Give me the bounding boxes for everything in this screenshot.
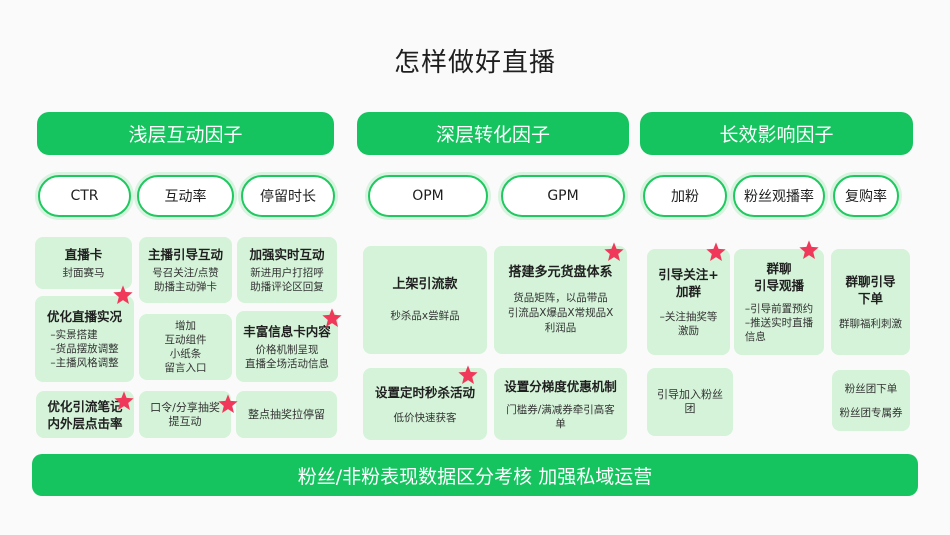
box-desc: 价格机制呈现 直播全场活动信息 bbox=[245, 343, 329, 370]
box-desc: 秒杀品x尝鲜品 bbox=[390, 310, 460, 322]
box-title: 设置定时秒杀活动 bbox=[374, 384, 475, 400]
box-title: 直播卡 bbox=[64, 247, 103, 262]
box-title: 加强实时互动 bbox=[249, 247, 325, 262]
box-join-fan-club: 引导加入粉丝 团 bbox=[647, 368, 733, 436]
star-icon bbox=[799, 240, 819, 259]
box-title: 丰富信息卡内容 bbox=[243, 323, 331, 339]
box-product-portfolio: 搭建多元货盘体系 货品矩阵，以品带品 引流品X爆品X常规品X 利润品 bbox=[494, 246, 627, 354]
box-host-guide: 主播引导互动 号召关注/点赞 助播主动弹卡 bbox=[139, 237, 232, 303]
box-tiered-discount: 设置分梯度优惠机制 门槛券/满减券牵引高客 单 bbox=[494, 368, 627, 440]
box-desc: 货品矩阵，以品带品 引流品X爆品X常规品X 利润品 bbox=[507, 292, 614, 334]
star-icon bbox=[706, 242, 726, 261]
pill-gpm: GPM bbox=[501, 175, 625, 217]
box-desc: 整点抽奖拉停留 bbox=[248, 407, 325, 421]
pill-interaction-rate: 互动率 bbox=[137, 175, 234, 217]
box-share-lottery: 口令/分享抽奖 提互动 bbox=[139, 391, 231, 438]
box-hourly-lottery: 整点抽奖拉停留 bbox=[236, 391, 337, 438]
star-icon bbox=[218, 394, 238, 413]
box-group-guide-order: 群聊引导 下单 群聊福利刺激 bbox=[831, 249, 910, 355]
box-desc: 低价快速获客 bbox=[393, 411, 457, 424]
box-group-guide-watch: 群聊 引导观播 –引导前置预约 –推送实时直播 信息 bbox=[734, 249, 824, 355]
star-icon bbox=[114, 391, 134, 410]
box-fan-club-order: 粉丝团下单 粉丝团专属券 bbox=[832, 370, 910, 431]
box-title: 优化直播实况 bbox=[46, 309, 122, 324]
box-title: 优化引流笔记 内外层点击率 bbox=[47, 398, 123, 431]
box-info-card: 丰富信息卡内容 价格机制呈现 直播全场活动信息 bbox=[236, 311, 338, 382]
star-icon bbox=[113, 285, 133, 304]
pill-fan-view-rate: 粉丝观播率 bbox=[733, 175, 825, 217]
box-realtime-interaction: 加强实时互动 新进用户打招呼 助播评论区回复 bbox=[237, 237, 337, 303]
box-title: 搭建多元货盘体系 bbox=[508, 265, 613, 280]
pill-add-fans: 加粉 bbox=[643, 175, 727, 217]
box-desc: 引导加入粉丝 团 bbox=[657, 388, 723, 415]
pill-repurchase-rate: 复购率 bbox=[833, 175, 899, 217]
box-title: 群聊引导 下单 bbox=[845, 274, 896, 306]
box-interaction-widgets: 增加 互动组件 小纸条 留言入口 bbox=[139, 314, 232, 380]
box-title: 群聊 引导观播 bbox=[753, 261, 804, 293]
star-icon bbox=[458, 365, 478, 384]
box-title: 主播引导互动 bbox=[147, 247, 223, 262]
box-title: 引导关注+ 加群 bbox=[658, 267, 719, 299]
star-icon bbox=[322, 308, 342, 327]
pill-opm: OPM bbox=[368, 175, 488, 217]
footer-banner: 粉丝/非粉表现数据区分考核 加强私域运营 bbox=[32, 454, 918, 496]
pill-ctr: CTR bbox=[38, 175, 131, 217]
box-desc: 粉丝团下单 粉丝团专属券 bbox=[839, 382, 903, 419]
box-desc: 号召关注/点赞 助播主动弹卡 bbox=[152, 267, 219, 293]
pill-dwell-time: 停留时长 bbox=[241, 175, 335, 217]
header-long-term-impact: 长效影响因子 bbox=[640, 112, 913, 155]
box-title: 上架引流款 bbox=[392, 277, 458, 292]
box-desc: 门槛券/满减券牵引高客 单 bbox=[506, 403, 615, 430]
box-traffic-product: 上架引流款 秒杀品x尝鲜品 bbox=[363, 246, 487, 354]
box-desc: –关注抽奖等 激励 bbox=[659, 311, 718, 337]
box-desc: 增加 互动组件 小纸条 留言入口 bbox=[164, 320, 207, 374]
box-title: 设置分梯度优惠机制 bbox=[504, 378, 617, 394]
box-live-card: 直播卡 封面赛马 bbox=[35, 237, 132, 289]
page-title: 怎样做好直播 bbox=[393, 48, 556, 78]
box-desc: 新进用户打招呼 助播评论区回复 bbox=[250, 267, 324, 293]
header-deep-conversion: 深层转化因子 bbox=[357, 112, 629, 155]
box-desc: 口令/分享抽奖 提互动 bbox=[150, 400, 220, 428]
box-desc: 封面赛马 bbox=[62, 267, 105, 279]
box-desc: –实景搭建 –货品摆放调整 –主播风格调整 bbox=[50, 329, 119, 369]
box-optimize-live: 优化直播实况 –实景搭建 –货品摆放调整 –主播风格调整 bbox=[35, 296, 134, 382]
star-icon bbox=[604, 242, 624, 261]
header-shallow-interaction: 浅层互动因子 bbox=[37, 112, 334, 155]
box-desc: 群聊福利刺激 bbox=[839, 318, 902, 330]
box-follow-join-group: 引导关注+ 加群 –关注抽奖等 激励 bbox=[647, 249, 730, 355]
box-desc: –引导前置预约 –推送实时直播 信息 bbox=[744, 303, 814, 343]
